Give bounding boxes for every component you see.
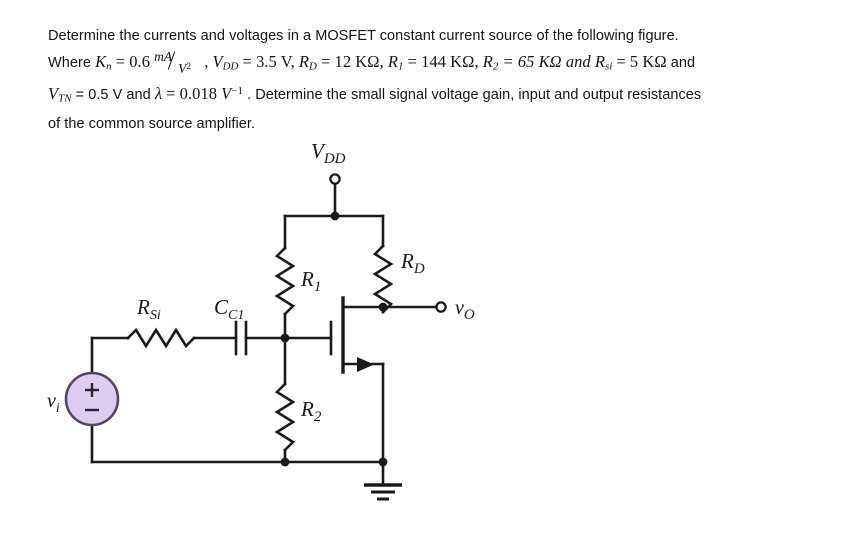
vdd-label: VDD: [311, 139, 346, 167]
line2-suffix: and: [670, 55, 696, 71]
r1-resistor-body: [274, 246, 296, 316]
rsi-value: = 5 KΩ: [616, 52, 667, 71]
vdd-value: = 3.5 V,: [242, 52, 295, 71]
r1-value: = 144 KΩ,: [407, 52, 479, 71]
rd-resistor-body: [372, 244, 394, 314]
kn-units-fraction: mA V2: [154, 49, 200, 76]
problem-line-2: Where Kn = 0.6 mA V2 , VDD = 3.5 V, RD =…: [48, 49, 838, 79]
vdd-terminal-node: [329, 173, 341, 185]
vi-source-symbol: [64, 371, 120, 427]
problem-statement: Determine the currents and voltages in a…: [48, 24, 838, 137]
kn-units-denominator: V2: [178, 60, 192, 76]
vdd-symbol: VDD: [212, 52, 239, 73]
kn-symbol: Kn: [95, 52, 112, 73]
vi-label: vi: [47, 390, 60, 416]
problem-line-4: of the common source amplifier.: [48, 115, 256, 132]
vtn-value: = 0.5 V and: [75, 87, 151, 104]
r1-symbol: R1: [387, 52, 404, 73]
comma-1: ,: [204, 52, 209, 71]
r2-value: = 65 KΩ and: [502, 52, 591, 71]
rsi-symbol: Rsi: [594, 52, 613, 73]
lambda-symbol: λ: [154, 84, 163, 104]
rsi-label: RSi: [136, 295, 161, 323]
junction-dot-r2-bottom: [280, 457, 290, 467]
problem-line-3: VTN = 0.5 V and λ = 0.018 V−1 . Determin…: [48, 79, 838, 111]
kn-value: = 0.6: [115, 52, 151, 71]
r2-symbol: R2: [482, 52, 499, 73]
vtn-symbol: VTN: [48, 84, 72, 105]
rd-label: RD: [400, 249, 425, 277]
where-label: Where: [48, 55, 91, 71]
cc1-label: CC1: [214, 295, 244, 323]
lambda-value: = 0.018: [166, 84, 218, 104]
circuit-diagram: VDD R1 RD R2 RSi CC1 vO vi: [0, 128, 848, 542]
rsi-resistor-body: [126, 327, 196, 349]
junction-dot-vdd: [330, 211, 340, 221]
r1-label: R1: [300, 267, 321, 295]
r2-label: R2: [300, 397, 322, 425]
vo-label: vO: [455, 297, 475, 323]
vo-terminal-node: [435, 301, 447, 313]
junction-dot-ground: [378, 457, 388, 467]
lambda-unit: V−1: [221, 84, 243, 104]
rd-symbol: RD: [298, 52, 317, 73]
mosfet-source-arrow: [357, 357, 374, 372]
junction-dot-drain: [378, 302, 388, 312]
rd-value: = 12 KΩ,: [320, 52, 384, 71]
kn-units-numerator: mA: [154, 49, 173, 64]
line3-rest: . Determine the small signal voltage gai…: [247, 87, 702, 104]
problem-line-1: Determine the currents and voltages in a…: [48, 28, 679, 44]
r2-resistor-body: [274, 382, 296, 452]
junction-dot-gate: [280, 333, 290, 343]
